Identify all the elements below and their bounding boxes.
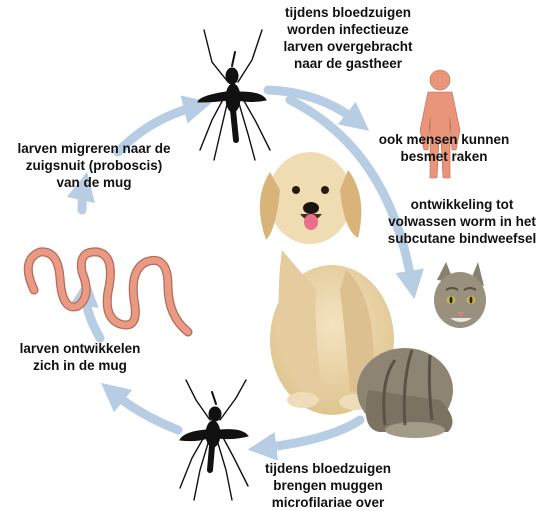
label-transmission-to-host: tijdens bloedzuigen worden infectieuze l…	[250, 4, 446, 72]
arrow-cat-to-bottom-mosquito	[262, 420, 360, 448]
label-larvae-migrate: larven migreren naar de zuigsnuit (probo…	[6, 140, 182, 191]
label-larvae-develop: larven ontwikkelen zich in de mug	[6, 340, 154, 374]
arrow-bottom-mosquito-to-worm	[112, 392, 178, 430]
label-microfilariae-transfer: tijdens bloedzuigen brengen muggen micro…	[248, 460, 408, 511]
mosquito-icon-bottom	[180, 380, 248, 500]
worm-icon	[28, 252, 188, 332]
label-adult-worm-development: ontwikkeling tot volwassen worm in het s…	[374, 196, 550, 247]
label-humans-infected: ook mensen kunnen besmet raken	[362, 131, 526, 165]
